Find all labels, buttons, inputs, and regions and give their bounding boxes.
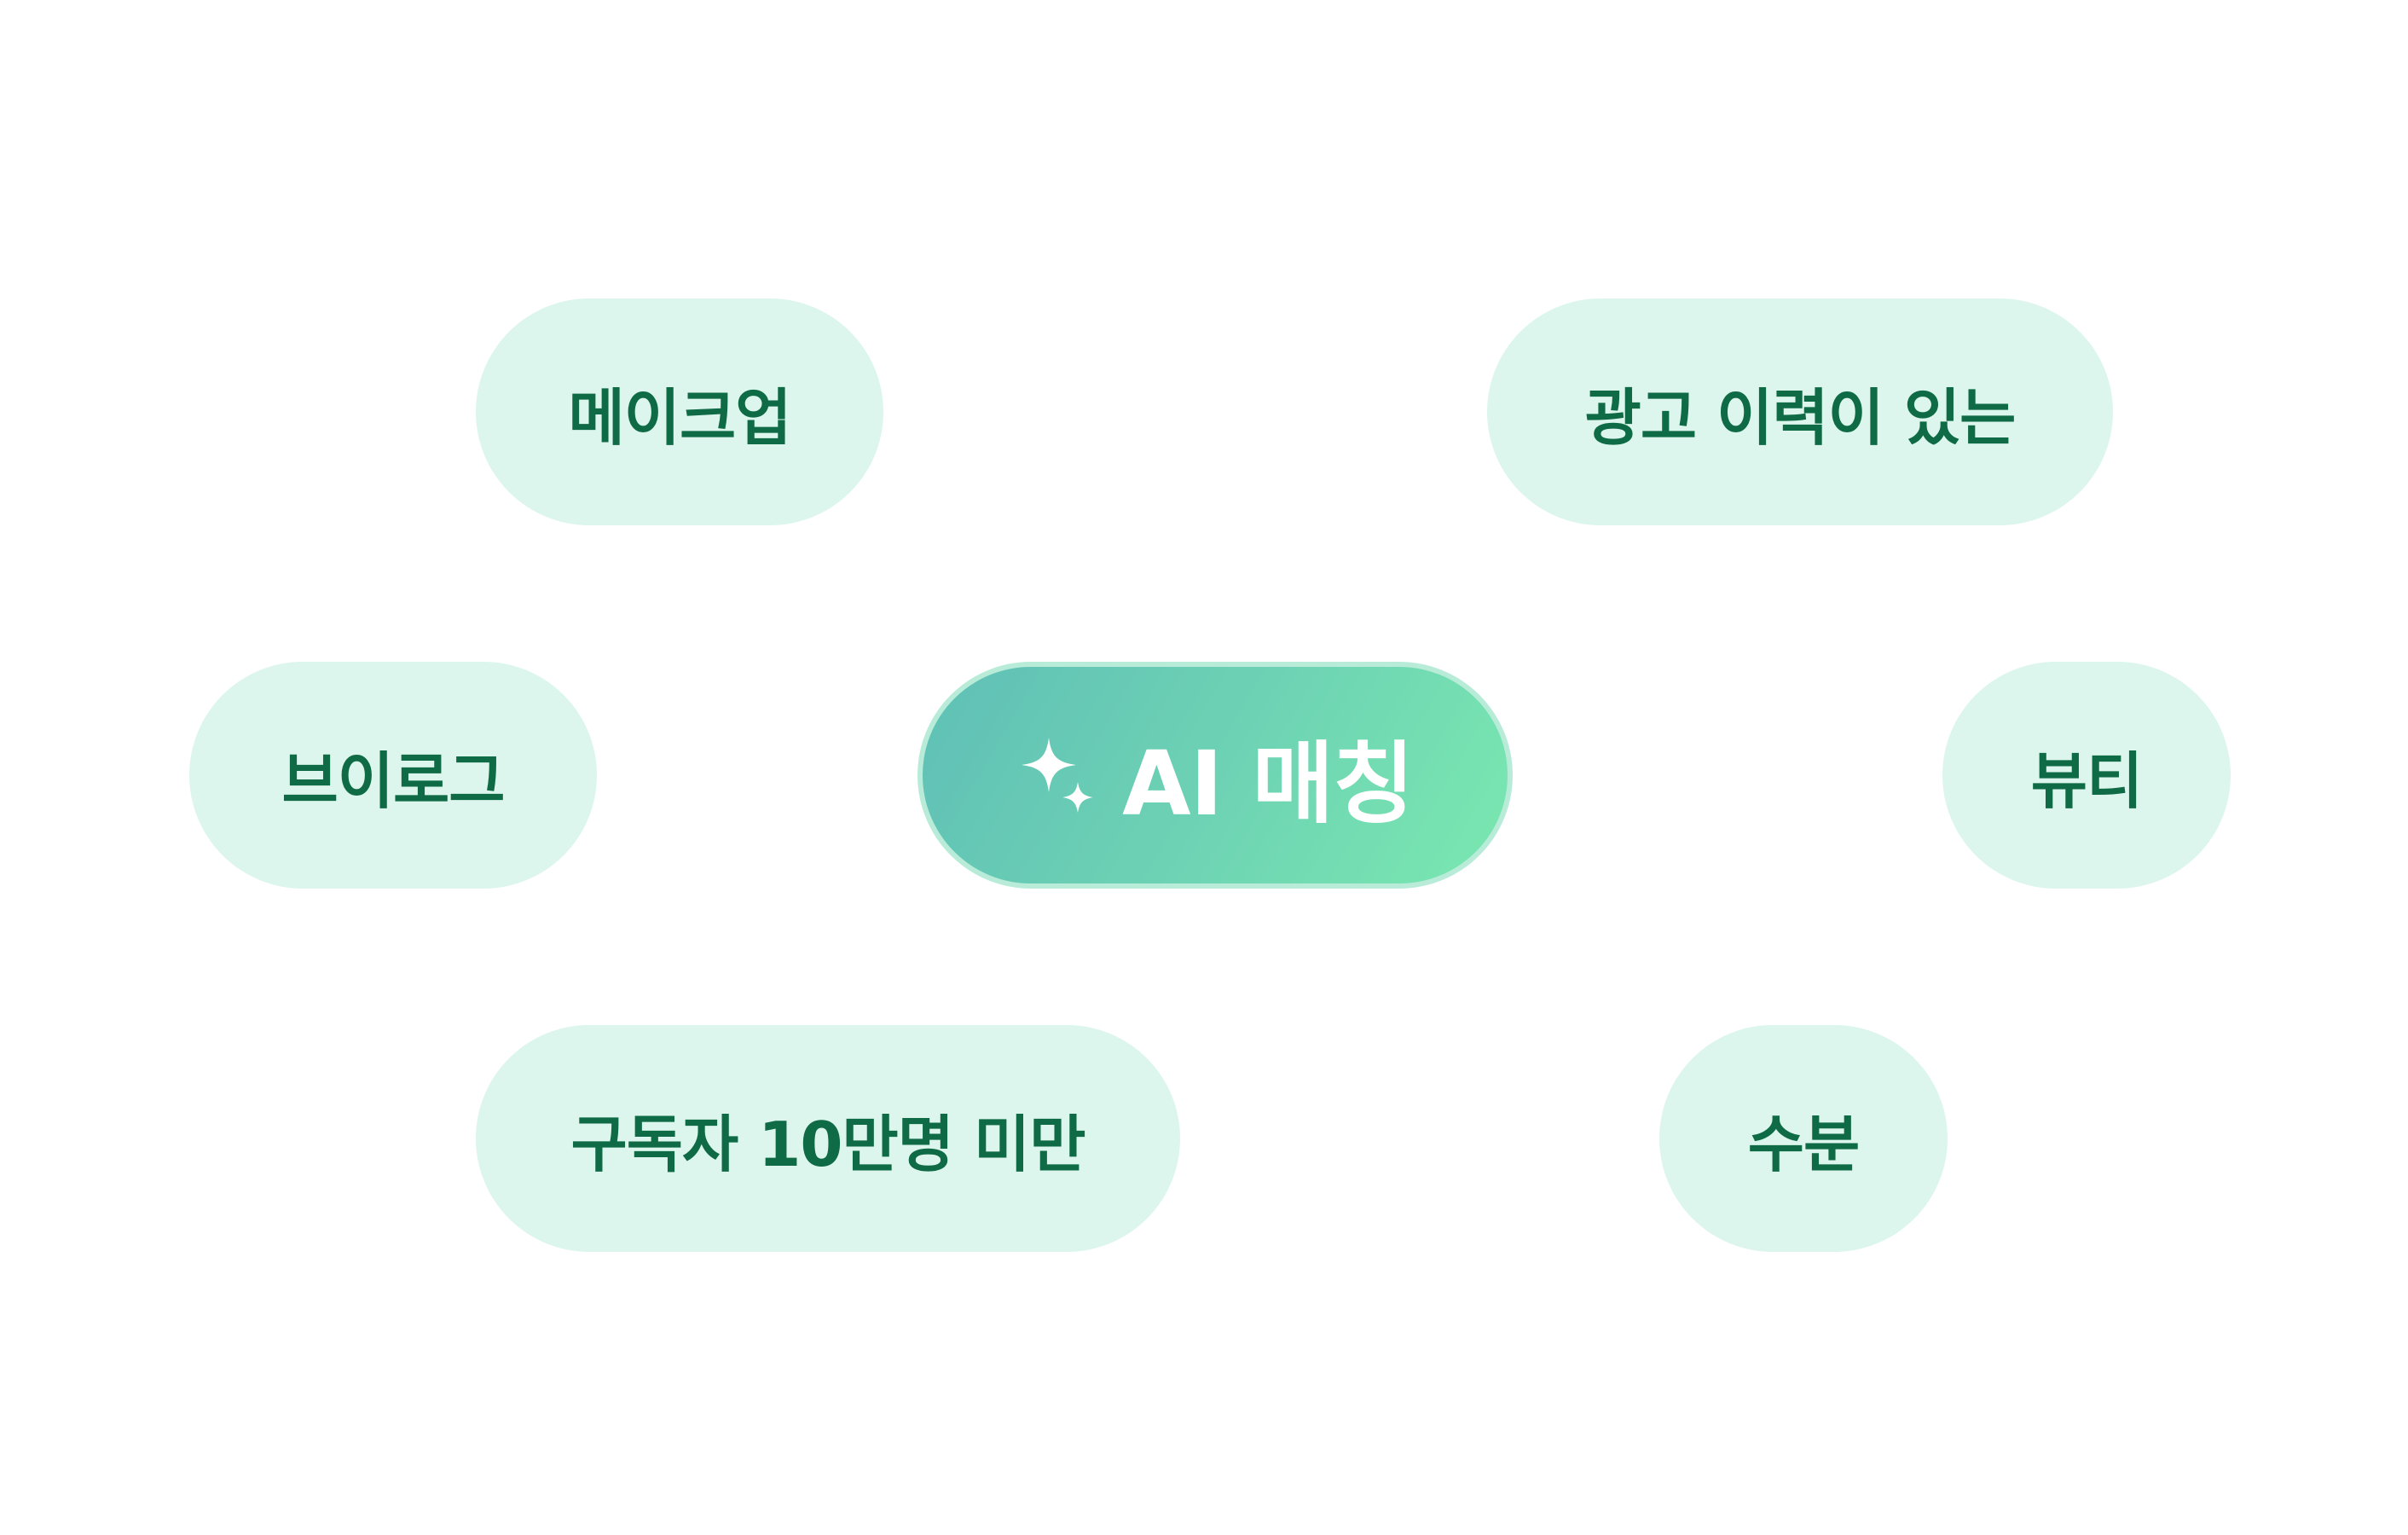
keyword-chip-label: 구독자 10만명 미만	[570, 1108, 1085, 1180]
keyword-chip-vlog[interactable]: 브이로그	[189, 662, 597, 889]
keyword-chip-label: 뷰티	[2030, 744, 2143, 817]
keyword-chip-beauty[interactable]: 뷰티	[1942, 662, 2231, 889]
keyword-chip-label: 수분	[1747, 1108, 1860, 1180]
keyword-chip-moisture[interactable]: 수분	[1659, 1025, 1948, 1252]
ai-matching-label: AI 매칭	[1122, 731, 1415, 836]
keyword-chip-subscribers[interactable]: 구독자 10만명 미만	[476, 1025, 1180, 1252]
keyword-chip-label: 메이크업	[568, 381, 792, 454]
ai-matching-button[interactable]: AI 매칭	[917, 662, 1513, 889]
keyword-chip-ad-history[interactable]: 광고 이력이 있는	[1487, 298, 2113, 525]
keyword-chip-makeup[interactable]: 메이크업	[476, 298, 883, 525]
sparkles-icon	[1016, 734, 1098, 816]
keyword-chip-label: 브이로그	[281, 744, 506, 817]
keyword-chip-label: 광고 이력이 있는	[1584, 381, 2017, 454]
